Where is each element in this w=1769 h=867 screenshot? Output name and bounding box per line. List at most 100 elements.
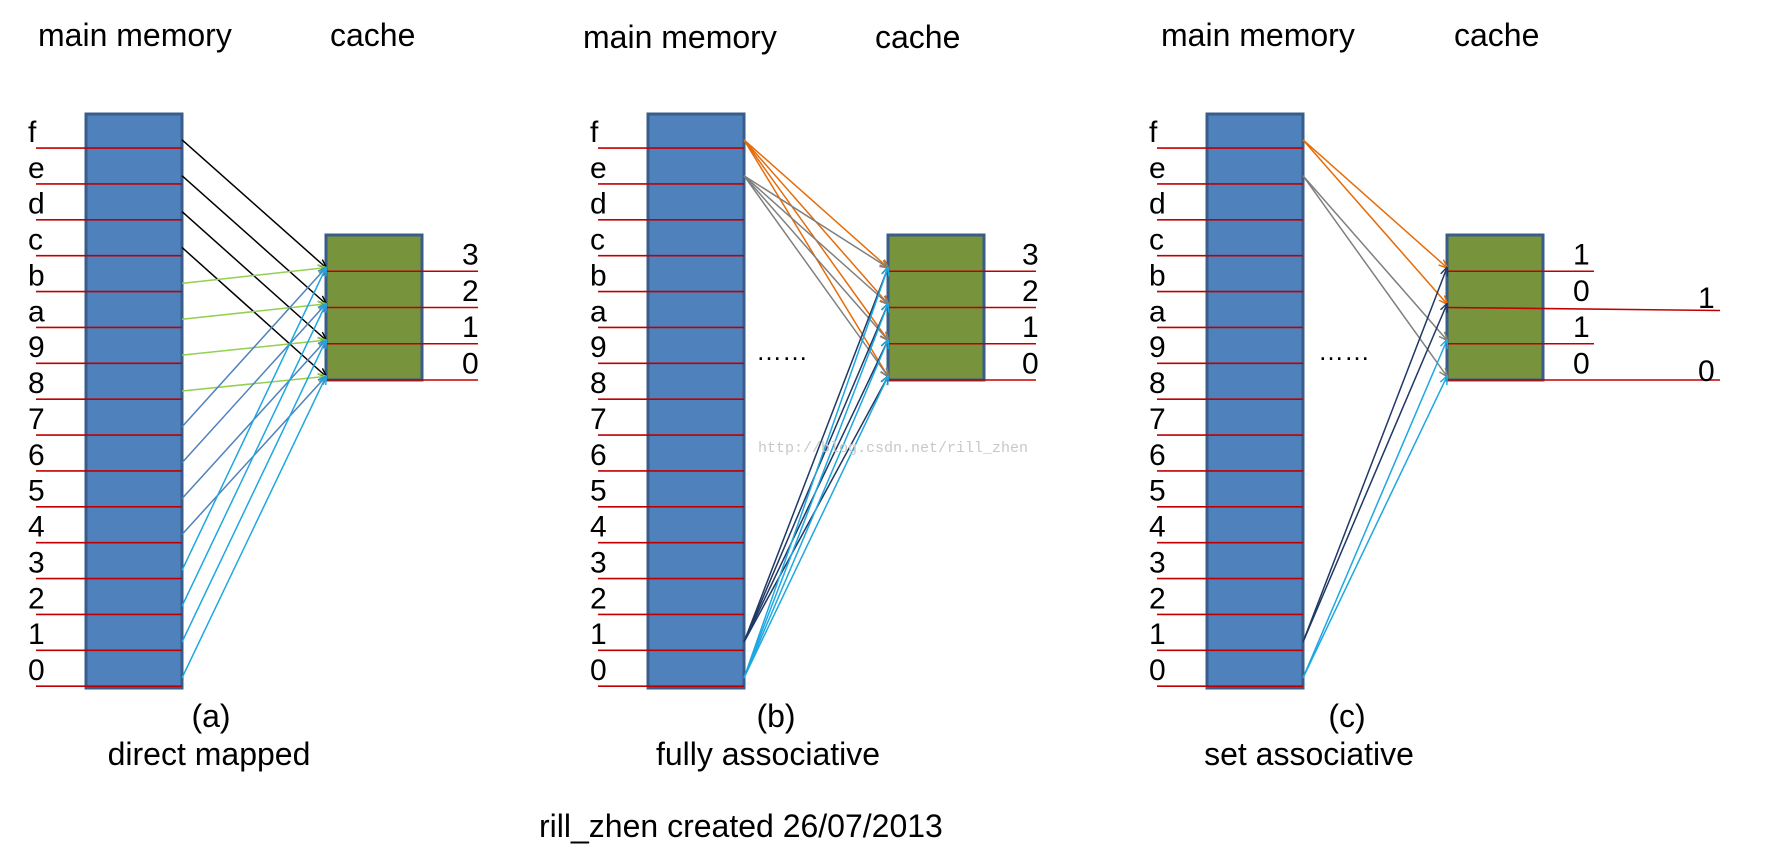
- panel-c-cache-label-1: 0: [1573, 275, 1590, 308]
- panel-c-mapping-arrow-f-to-2: [1302, 139, 1447, 304]
- panel-a-mapping-arrow-f-to-3: [181, 139, 326, 268]
- panel-c-memory-label-a: a: [1149, 295, 1166, 328]
- panel-a-header-memory: main memory: [38, 17, 232, 53]
- panel-b-mapping-arrow-e-to-0: [743, 175, 888, 377]
- panel-b-header-memory: main memory: [583, 19, 777, 55]
- panel-b-memory-label-7: 7: [590, 403, 607, 436]
- panel-b-memory-label-1: 1: [590, 618, 607, 651]
- panel-c-memory-label-d: d: [1149, 188, 1166, 221]
- panel-a-memory-label-0: 0: [28, 654, 45, 687]
- panel-c-cache-divider: [1446, 306, 1721, 312]
- panel-b-memory-label-b: b: [590, 259, 607, 292]
- panel-b-memory-label-e: e: [590, 152, 607, 185]
- panel-c-cache-label-0: 1: [1573, 239, 1590, 272]
- panel-b-memory-label-9: 9: [590, 331, 607, 364]
- panel-b-mapping-arrow-0-to-2: [743, 304, 888, 679]
- panel-c-cache-label-3: 0: [1573, 347, 1590, 380]
- panel-c-caption-letter: (c): [1328, 698, 1365, 734]
- panel-c-set-label-0: 0: [1698, 355, 1715, 388]
- panel-b-ellipsis: ……: [756, 336, 808, 366]
- panel-set-associative: main memory cache …… 1 0 (c) set associa…: [1161, 17, 1715, 772]
- panel-c-memory-label-1: 1: [1149, 618, 1166, 651]
- panel-a-mapping-arrow-1-to-1: [181, 340, 326, 643]
- panel-c-memory-label-9: 9: [1149, 331, 1166, 364]
- panel-fully-associative: main memory cache …… (b) fully associati…: [583, 19, 960, 772]
- panel-a-header-cache: cache: [330, 17, 415, 53]
- panel-c-memory-label-4: 4: [1149, 511, 1166, 544]
- panel-b-memory-label-0: 0: [590, 654, 607, 687]
- panel-c-mapping-arrow-0-to-1: [1302, 340, 1447, 679]
- panel-a-mapping-arrow-3-to-3: [181, 268, 326, 571]
- panel-a-memory-label-5: 5: [28, 475, 45, 508]
- panel-c-header-memory: main memory: [1161, 17, 1355, 53]
- panel-c-header-cache: cache: [1454, 17, 1539, 53]
- panel-b-mapping-arrow-0-to-0: [743, 376, 888, 679]
- panel-a-memory-label-8: 8: [28, 367, 45, 400]
- diagram-dynamic-layer: fedcba98765432103210fedcba98765432103210…: [28, 112, 1721, 690]
- panel-a-memory-label-2: 2: [28, 582, 45, 615]
- panel-b-cache-label-0: 3: [1022, 239, 1039, 272]
- panel-a-caption-name: direct mapped: [108, 736, 311, 772]
- panel-a-cache-label-1: 2: [462, 275, 479, 308]
- panel-b-mapping-arrow-e-to-1: [743, 175, 888, 340]
- panel-b-caption-name: fully associative: [656, 736, 880, 772]
- panel-a-mapping-arrow-e-to-2: [181, 175, 326, 304]
- panel-b-mapping-arrow-1-to-3: [743, 268, 888, 643]
- panel-b-mapping-arrow-e-to-2: [743, 175, 888, 304]
- panel-b-memory-label-6: 6: [590, 439, 607, 472]
- panel-a-caption-letter: (a): [191, 698, 230, 734]
- panel-a-memory-label-6: 6: [28, 439, 45, 472]
- panel-b-cache-label-1: 2: [1022, 275, 1039, 308]
- panel-a-main-memory-block: [84, 112, 184, 690]
- panel-a-memory-label-7: 7: [28, 403, 45, 436]
- panel-b-memory-label-c: c: [590, 224, 605, 257]
- panel-c-mapping-arrow-e-to-1: [1302, 175, 1447, 340]
- panel-c-mapping-arrow-1-to-2: [1302, 304, 1447, 643]
- panel-c-memory-label-2: 2: [1149, 582, 1166, 615]
- panel-b-cache-label-2: 1: [1022, 311, 1039, 344]
- panel-b-mapping-arrow-0-to-3: [743, 268, 888, 679]
- panel-a-memory-label-9: 9: [28, 331, 45, 364]
- panel-c-mapping-arrow-f-to-3: [1302, 139, 1447, 268]
- panel-b-memory-label-5: 5: [590, 475, 607, 508]
- panel-b-memory-label-d: d: [590, 188, 607, 221]
- panel-c-memory-label-6: 6: [1149, 439, 1166, 472]
- panel-c-mapping-arrow-e-to-0: [1302, 175, 1447, 377]
- panel-c-memory-label-8: 8: [1149, 367, 1166, 400]
- panel-c-main-memory-block: [1205, 112, 1305, 690]
- panel-b-memory-label-a: a: [590, 295, 607, 328]
- panel-b-mapping-arrow-0-to-1: [743, 340, 888, 679]
- panel-a-memory-label-4: 4: [28, 511, 45, 544]
- panel-a-memory-label-3: 3: [28, 546, 45, 579]
- panel-a-cache-label-0: 3: [462, 239, 479, 272]
- panel-a-mapping-arrow-7-to-3: [181, 268, 326, 428]
- footer-credit: rill_zhen created 26/07/2013: [539, 808, 943, 844]
- panel-c-memory-label-5: 5: [1149, 475, 1166, 508]
- panel-b-header-cache: cache: [875, 19, 960, 55]
- panel-b-memory-label-4: 4: [590, 511, 607, 544]
- panel-c-memory-label-b: b: [1149, 259, 1166, 292]
- panel-a-memory-label-a: a: [28, 295, 45, 328]
- panel-c-mapping-arrow-1-to-3: [1302, 268, 1447, 643]
- panel-a-memory-label-e: e: [28, 152, 45, 185]
- panel-c-memory-label-e: e: [1149, 152, 1166, 185]
- panel-a-mapping-arrow-2-to-2: [181, 304, 326, 607]
- panel-direct-mapped: main memory cache (a) direct mapped: [38, 17, 415, 772]
- panel-a-cache-label-3: 0: [462, 347, 479, 380]
- panel-b-cache-label-3: 0: [1022, 347, 1039, 380]
- panel-b-mapping-arrow-f-to-3: [743, 139, 888, 268]
- panel-a-mapping-arrow-0-to-0: [181, 376, 326, 679]
- panel-a-memory-label-b: b: [28, 259, 45, 292]
- panel-c-ellipsis: ……: [1318, 336, 1370, 366]
- panel-a-mapping-arrow-a-to-2: [181, 304, 326, 320]
- panel-b-caption-letter: (b): [756, 698, 795, 734]
- panel-b-memory-label-8: 8: [590, 367, 607, 400]
- panel-c-memory-label-c: c: [1149, 224, 1164, 257]
- panel-b-memory-label-2: 2: [590, 582, 607, 615]
- panel-a-memory-label-d: d: [28, 188, 45, 221]
